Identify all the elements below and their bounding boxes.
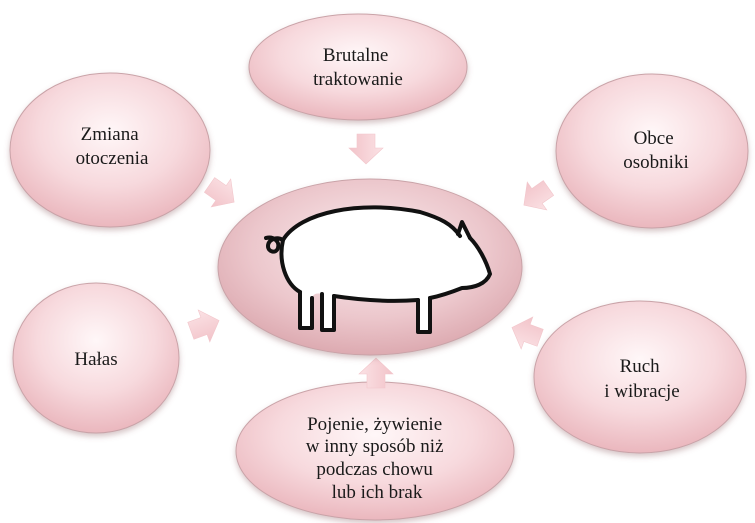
node-brutal-text: Brutalne traktowanie — [313, 45, 403, 90]
node-pojenie-line-3: podczas chowu — [316, 459, 433, 480]
arrow-from-obce — [523, 180, 555, 211]
node-pojenie-line-1: Pojenie, żywienie — [307, 414, 442, 435]
node-obce-line-2: osobniki — [623, 152, 688, 173]
node-ruch-text: Ruch i wibracje — [604, 356, 679, 402]
node-obce: Obce osobniki — [555, 73, 749, 229]
pig-icon — [264, 205, 492, 334]
node-pojenie-text: Pojenie, żywienie w inny sposób niż podc… — [306, 414, 449, 503]
center-node — [217, 178, 523, 356]
node-halas: Hałas — [12, 282, 180, 434]
node-halas-text: Hałas — [74, 349, 117, 370]
node-halas-line-1: Hałas — [74, 349, 117, 370]
node-zmiana-line-2: otoczenia — [76, 148, 149, 169]
node-zmiana-line-1: Zmiana — [81, 124, 140, 145]
arrow-from-pojenie — [358, 357, 394, 389]
node-obce-line-1: Obce — [634, 128, 674, 149]
arrow-from-halas — [187, 309, 220, 343]
node-ruch-line-2: i wibracje — [604, 381, 679, 402]
arrow-from-ruch — [511, 316, 544, 350]
node-brutal-line-1: Brutalne — [323, 45, 388, 66]
node-ruch: Ruch i wibracje — [533, 300, 747, 454]
node-zmiana: Zmiana otoczenia — [9, 72, 211, 228]
arrow-from-brutal — [348, 133, 384, 165]
node-brutal-line-2: traktowanie — [313, 69, 403, 90]
node-zmiana-text: Zmiana otoczenia — [76, 124, 149, 169]
node-pojenie-line-4: lub ich brak — [332, 482, 423, 503]
node-obce-text: Obce osobniki — [623, 128, 688, 173]
node-pojenie-line-2: w inny sposób niż — [306, 436, 444, 457]
node-ruch-line-1: Ruch — [620, 356, 661, 377]
node-brutal: Brutalne traktowanie — [248, 13, 468, 121]
arrow-from-zmiana — [203, 177, 235, 208]
node-pojenie: Pojenie, żywienie w inny sposób niż podc… — [235, 381, 515, 521]
